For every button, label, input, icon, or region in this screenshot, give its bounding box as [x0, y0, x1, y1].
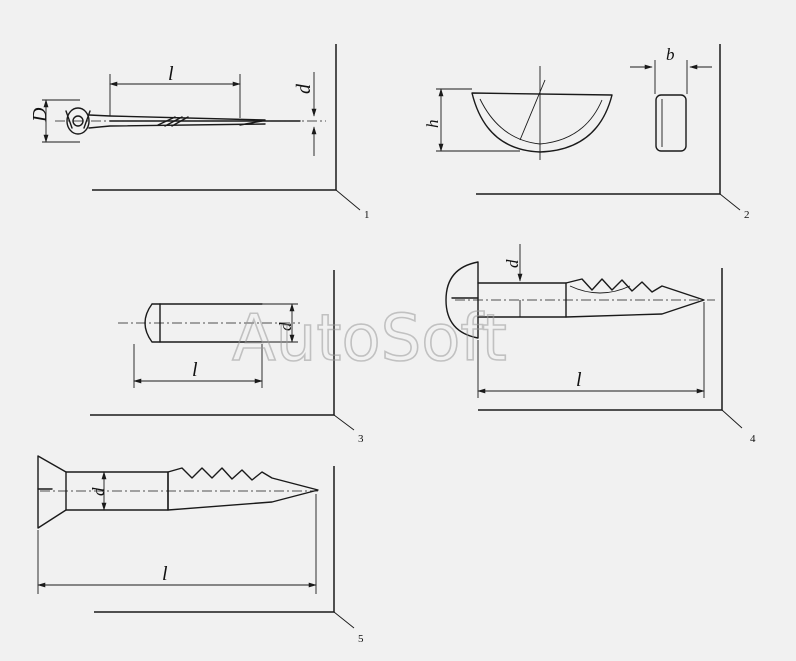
key-half-disc: [471, 92, 613, 153]
screw4-thread: [565, 278, 705, 318]
figure-4-number: 4: [750, 433, 756, 445]
figure-2-number: 2: [744, 209, 750, 221]
watermark: AutoSoft: [232, 302, 507, 376]
figure-2-frame: [476, 44, 721, 195]
figure-4-frame: [478, 268, 723, 411]
figure-4-leader: [721, 409, 743, 429]
cotter-pin-eye: [66, 107, 90, 135]
figure-5-number: 5: [358, 633, 364, 645]
dim-d5-label: d: [89, 487, 108, 496]
figure-5-leader: [333, 611, 355, 629]
key-radius: [519, 79, 546, 141]
cotter-pin-eye-crossings: [65, 110, 91, 129]
dim-D-label: D: [29, 107, 51, 123]
key-side-view: [655, 94, 687, 152]
dim-b-label: b: [666, 45, 675, 64]
figure-2-leader: [719, 193, 741, 211]
dim-d-label: d: [293, 83, 315, 94]
figure-1-number: 1: [364, 209, 370, 221]
dim-l-label: l: [168, 63, 174, 85]
dim-d3-label: d: [276, 322, 295, 331]
dim-l3-label: l: [192, 359, 198, 381]
figure-1-cotter-pin: 1 D l d: [29, 44, 370, 221]
figure-3-leader: [333, 414, 355, 431]
figure-3-pin: 3 d l: [90, 270, 364, 445]
figure-3-number: 3: [358, 433, 364, 445]
figure-4-round-head-screw: 4 d l: [445, 244, 756, 445]
dim-d4-label: d: [503, 259, 522, 268]
dim-l4-label: l: [576, 369, 582, 391]
figure-1-leader: [335, 189, 361, 211]
screw4-thread-root: [569, 285, 631, 294]
dim-l5-label: l: [162, 563, 168, 585]
screw4-shank: [477, 282, 567, 318]
screw5-head: [37, 455, 67, 529]
figure-5-countersunk-screw: 5 d l: [37, 455, 364, 645]
screw5-thread: [167, 467, 319, 511]
dim-h-label: h: [423, 120, 442, 129]
screw4-head: [445, 261, 479, 339]
figure-2-woodruff-key: 2 h b: [423, 44, 750, 221]
figure-5-frame: [94, 466, 335, 613]
